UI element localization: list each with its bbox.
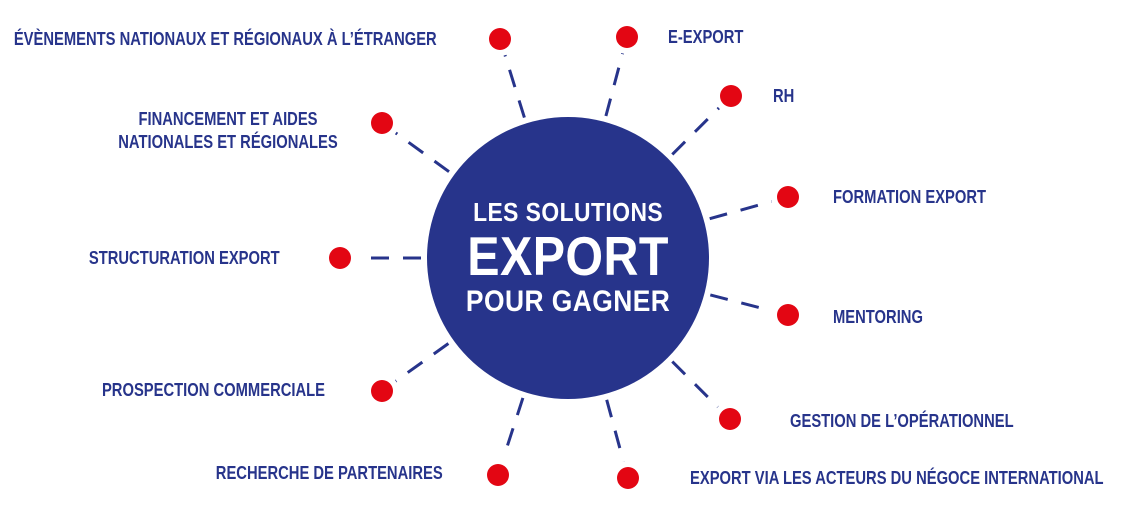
node-dot-structuration-export bbox=[329, 247, 351, 269]
connector-line-financement-et-aides bbox=[394, 131, 450, 173]
node-label-line: ÉVÈNEMENTS NATIONAUX ET RÉGIONAUX À L’ÉT… bbox=[14, 28, 437, 49]
node-label-line: MENTORING bbox=[833, 306, 923, 327]
center-title: LES SOLUTIONS EXPORT POUR GAGNER bbox=[466, 196, 670, 320]
center-title-line-1: LES SOLUTIONS bbox=[472, 197, 664, 227]
center-title-line-2: EXPORT bbox=[467, 225, 669, 287]
connector-line-recherche-de-partenaires bbox=[501, 397, 525, 460]
node-dot-formation-export bbox=[777, 186, 799, 208]
connector-line-rh bbox=[671, 106, 720, 156]
node-dot-recherche-de-partenaires bbox=[487, 464, 509, 486]
node-label-mentoring: MENTORING bbox=[833, 306, 943, 329]
node-label-gestion-de-l-operationnel: GESTION DE L’OPÉRATIONNEL bbox=[790, 410, 1063, 433]
node-dot-export-via-negoce-international bbox=[617, 467, 639, 489]
node-label-prospection-commerciale: PROSPECTION COMMERCIALE bbox=[53, 379, 325, 402]
node-label-line: STRUCTURATION EXPORT bbox=[89, 247, 280, 268]
node-label-financement-et-aides: FINANCEMENT ET AIDES NATIONALES ET RÉGION… bbox=[94, 108, 362, 154]
node-label-line: RH bbox=[773, 85, 795, 106]
node-dot-financement-et-aides bbox=[371, 112, 393, 134]
node-label-line: FINANCEMENT ET AIDES bbox=[138, 109, 318, 129]
connector-line-export-via-negoce-international bbox=[605, 399, 625, 462]
node-dot-prospection-commerciale bbox=[371, 380, 393, 402]
node-label-line: RECHERCHE DE PARTENAIRES bbox=[216, 462, 443, 483]
node-label-structuration-export: STRUCTURATION EXPORT bbox=[47, 247, 280, 270]
node-label-line: GESTION DE L’OPÉRATIONNEL bbox=[790, 410, 1014, 431]
node-label-evenements-nationaux-regionaux: ÉVÈNEMENTS NATIONAUX ET RÉGIONAUX À L’ÉT… bbox=[0, 28, 437, 51]
connector-line-evenements-nationaux-regionaux bbox=[503, 54, 526, 119]
node-dot-e-export bbox=[616, 26, 638, 48]
center-circle: LES SOLUTIONS EXPORT POUR GAGNER bbox=[427, 117, 709, 399]
node-dot-rh bbox=[720, 85, 742, 107]
node-dot-gestion-de-l-operationnel bbox=[719, 408, 741, 430]
node-label-line: FORMATION EXPORT bbox=[833, 186, 987, 207]
node-label-formation-export: FORMATION EXPORT bbox=[833, 186, 1020, 209]
connector-line-formation-export bbox=[709, 200, 773, 221]
center-title-line-3: POUR GAGNER bbox=[465, 285, 671, 318]
node-label-line: EXPORT VIA LES ACTEURS DU NÉGOCE INTERNA… bbox=[690, 467, 1104, 488]
node-label-recherche-de-partenaires: RECHERCHE DE PARTENAIRES bbox=[166, 462, 443, 485]
node-label-line: NATIONALES ET RÉGIONALES bbox=[118, 132, 338, 152]
node-label-export-via-negoce-international: EXPORT VIA LES ACTEURS DU NÉGOCE INTERNA… bbox=[690, 467, 1125, 490]
connector-line-e-export bbox=[604, 53, 625, 117]
node-dot-mentoring bbox=[777, 304, 799, 326]
node-label-line: PROSPECTION COMMERCIALE bbox=[101, 379, 325, 400]
node-label-line: E-EXPORT bbox=[668, 26, 744, 47]
connector-line-gestion-de-l-operationnel bbox=[671, 360, 719, 409]
node-label-e-export: E-EXPORT bbox=[668, 26, 760, 49]
node-label-rh: RH bbox=[773, 85, 799, 108]
connector-line-prospection-commerciale bbox=[394, 342, 450, 383]
connector-line-mentoring bbox=[709, 293, 772, 313]
node-dot-evenements-nationaux-regionaux bbox=[489, 28, 511, 50]
